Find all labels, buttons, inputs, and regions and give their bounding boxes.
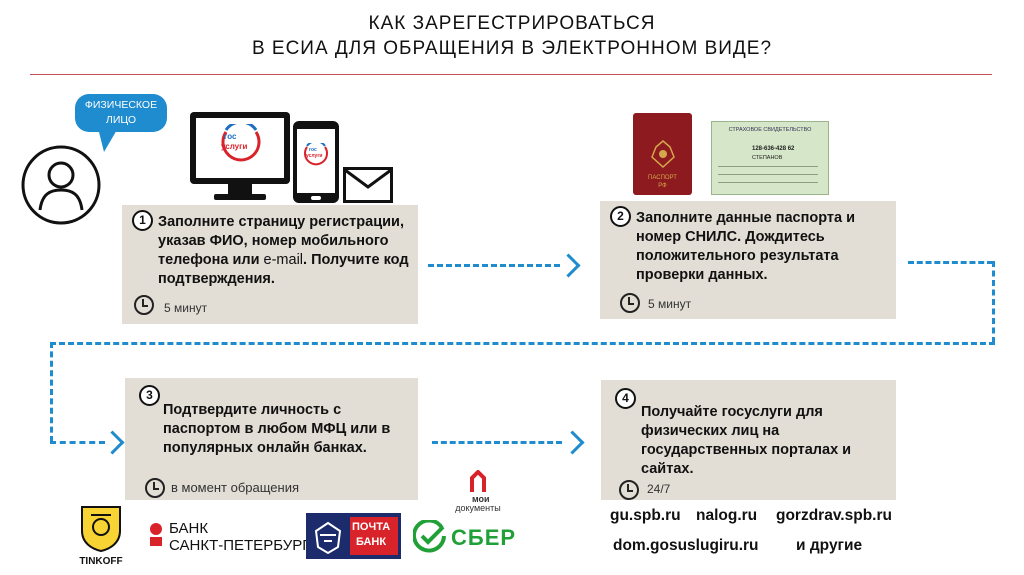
step-number-2: 2 bbox=[610, 206, 631, 227]
site-link-nalog[interactable]: nalog.ru bbox=[696, 507, 758, 524]
step-number-1: 1 bbox=[132, 210, 153, 231]
envelope-icon bbox=[343, 167, 393, 203]
phone-logo-top: гос bbox=[309, 147, 317, 153]
page-title-line1: КАК ЗАРЕГЕСТРИРОВАТЬСЯ bbox=[368, 13, 656, 34]
clock-icon bbox=[134, 295, 154, 315]
bubble-line1: ФИЗИЧЕСКОЕ bbox=[84, 99, 158, 111]
phone-logo-bottom: услуги bbox=[306, 153, 323, 159]
sber-label: СБЕР bbox=[451, 525, 517, 550]
step-number-3: 3 bbox=[139, 385, 160, 406]
passport-label1: ПАСПОРТ bbox=[648, 175, 677, 181]
step-text-3: Подтвердите личность с паспортом в любом… bbox=[163, 402, 391, 456]
site-link-gorzdrav[interactable]: gorzdrav.spb.ru bbox=[776, 507, 892, 524]
moi-label1: мои bbox=[472, 494, 490, 504]
gosuslugi-phone-logo bbox=[304, 143, 328, 166]
moi-documenty-icon bbox=[470, 470, 486, 492]
and-others-label: и другие bbox=[796, 537, 863, 554]
clock-icon bbox=[145, 478, 165, 498]
monitor-logo-bottom: услуги bbox=[221, 142, 248, 151]
chevron-right-icon bbox=[556, 253, 581, 278]
bank-spb-line1: БАНК bbox=[169, 520, 209, 537]
step-text-1: Заполните страницу регистрации, указав Ф… bbox=[158, 214, 409, 287]
step-text-2: Заполните данные паспорта и номер СНИЛС.… bbox=[636, 210, 856, 283]
tinkoff-label: TINKOFF bbox=[79, 556, 123, 567]
pochta-line2: БАНК bbox=[356, 536, 387, 548]
passport-label2: РФ bbox=[658, 183, 667, 189]
step-card-1: 1 Заполните страницу регистрации, указав… bbox=[122, 205, 418, 324]
bank-spb-line2: САНКТ-ПЕТЕРБУРГ bbox=[169, 537, 311, 554]
title-divider bbox=[30, 74, 992, 75]
monitor-stand bbox=[228, 184, 252, 196]
step-time-3: в момент обращения bbox=[171, 480, 299, 495]
step-time-4: 24/7 bbox=[647, 482, 671, 496]
step-card-4: 4 Получайте госуслуги для физических лиц… bbox=[601, 380, 896, 500]
gosuslugi-monitor-logo bbox=[221, 124, 261, 162]
step-card-2: 2 Заполните данные паспорта и номер СНИЛ… bbox=[600, 201, 896, 319]
page-title-line2: В ЕСИА ДЛЯ ОБРАЩЕНИЯ В ЭЛЕКТРОННОМ ВИДЕ? bbox=[251, 38, 773, 59]
snils-title: СТРАХОВОЕ СВИДЕТЕЛЬСТВО bbox=[728, 127, 812, 133]
monitor-logo-top: гос bbox=[224, 132, 237, 141]
site-link-gu-spb[interactable]: gu.spb.ru bbox=[610, 507, 681, 524]
snils-number: 128-636-428 62 bbox=[752, 146, 795, 152]
monitor-base bbox=[214, 194, 266, 200]
tinkoff-logo: TINKOFF bbox=[70, 505, 132, 573]
connector-1-2 bbox=[428, 264, 560, 267]
step-time-2: 5 минут bbox=[648, 297, 692, 311]
connector-2-3-right bbox=[992, 261, 995, 343]
step-text-4: Получайте госуслуги для физических лиц н… bbox=[641, 404, 852, 477]
snils-name: СТЕПАНОВ bbox=[752, 155, 783, 161]
step-time-1: 5 минут bbox=[164, 301, 208, 315]
eagle-icon bbox=[314, 521, 342, 555]
connector-2-3-left bbox=[50, 342, 53, 442]
chevron-right-icon bbox=[560, 430, 585, 455]
site-link-dom-gosuslugi[interactable]: dom.gosuslugiru.ru bbox=[613, 537, 759, 554]
connector-2-3-middle bbox=[50, 342, 995, 345]
monitor-icon: гос услуги bbox=[190, 112, 290, 184]
tinkoff-shield-icon bbox=[81, 506, 121, 553]
physical-person-bubble: ФИЗИЧЕСКОЕ ЛИЦО bbox=[75, 94, 167, 132]
connector-2-3-top bbox=[908, 261, 993, 264]
step-number-4: 4 bbox=[615, 388, 636, 409]
snils-card-image: СТРАХОВОЕ СВИДЕТЕЛЬСТВО 128-636-428 62 С… bbox=[711, 121, 829, 195]
coat-of-arms-icon bbox=[651, 140, 675, 169]
chevron-right-icon bbox=[100, 430, 125, 455]
passport-image: ПАСПОРТ РФ bbox=[633, 113, 692, 195]
moi-label2: документы bbox=[455, 503, 501, 513]
pochta-line1: ПОЧТА bbox=[352, 521, 391, 533]
sber-check-icon bbox=[413, 520, 446, 553]
clock-icon bbox=[620, 293, 640, 313]
connector-3-4 bbox=[432, 441, 562, 444]
smartphone-icon: гос услуги bbox=[293, 121, 339, 203]
bubble-line2: ЛИЦО bbox=[105, 114, 137, 126]
bank-spb-icon bbox=[150, 523, 162, 546]
moi-documenty-logo: мои документы bbox=[448, 470, 508, 516]
pochta-bank-logo: ПОЧТА БАНК bbox=[306, 513, 401, 559]
connector-2-3-bottom bbox=[50, 441, 105, 444]
clock-icon bbox=[619, 480, 639, 500]
step-card-3: 3 Подтвердите личность с паспортом в люб… bbox=[125, 378, 418, 500]
user-avatar-icon bbox=[21, 145, 101, 225]
bubble-tail bbox=[98, 128, 118, 152]
